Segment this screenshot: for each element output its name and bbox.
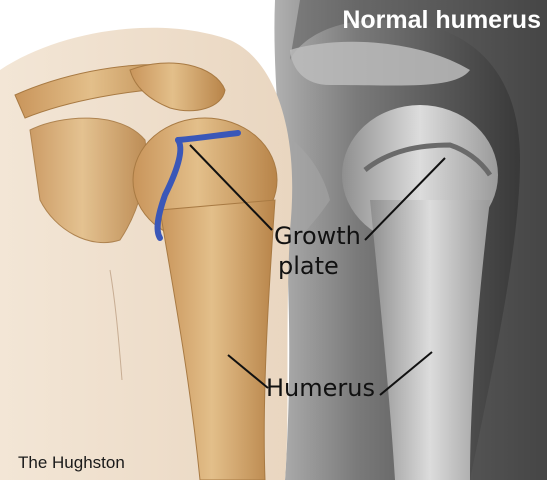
growth-plate-label-line1: Growth bbox=[274, 222, 361, 250]
humerus-label: Humerus bbox=[266, 374, 375, 402]
growth-plate-label-line2: plate bbox=[278, 252, 339, 280]
credit-text: The Hughston bbox=[18, 453, 125, 473]
figure-title: Normal humerus bbox=[342, 6, 541, 35]
